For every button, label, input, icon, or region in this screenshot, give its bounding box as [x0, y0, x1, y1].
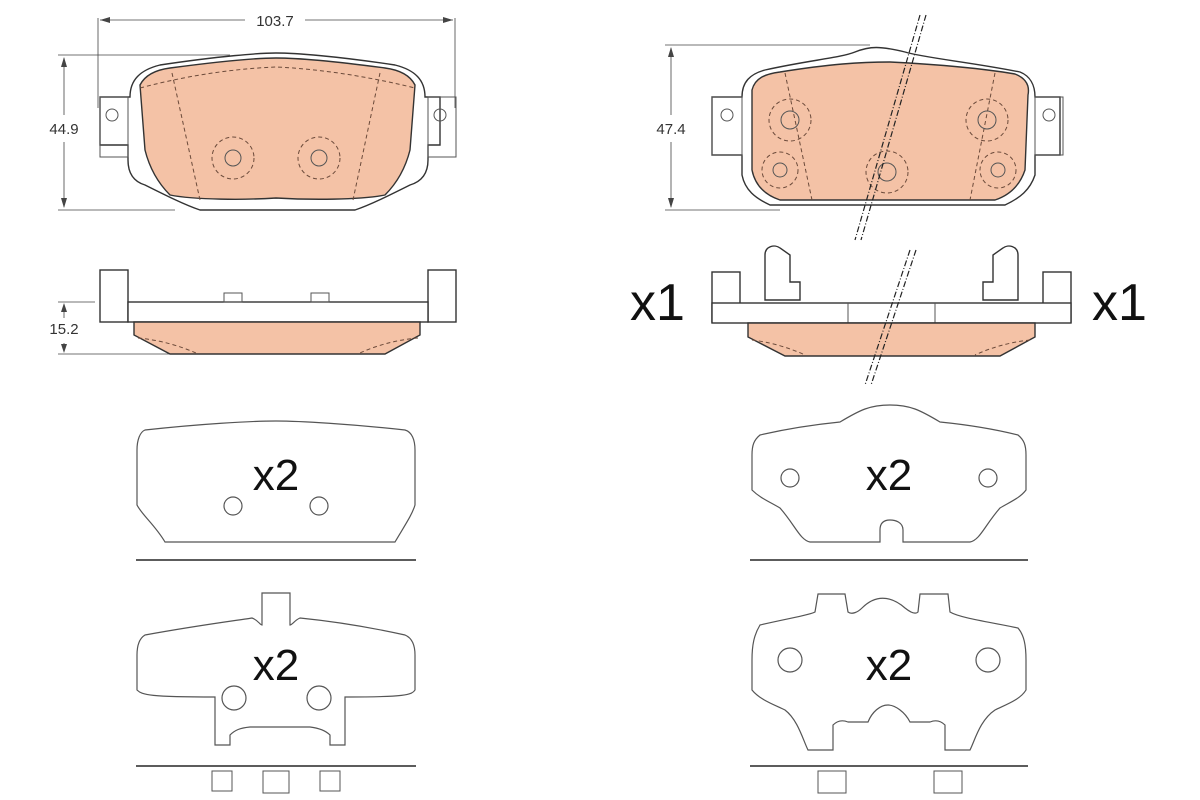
shim-right-bottom: x2: [750, 593, 1028, 794]
right-pad-side-view: x1 x1: [630, 245, 1147, 386]
shim-right-middle: x2: [750, 404, 1028, 561]
shim-quantity: x2: [253, 641, 299, 690]
shim-quantity: x2: [866, 451, 912, 500]
shim-left-middle: x2: [136, 420, 416, 561]
width-dimension: 103.7: [256, 13, 294, 30]
shim-quantity: x2: [866, 641, 912, 690]
left-pad-front-view: 103.7 44.9: [49, 13, 457, 211]
quantity-label-left: x1: [630, 274, 685, 332]
height-dimension: 44.9: [49, 121, 78, 138]
quantity-label-right: x1: [1092, 274, 1147, 332]
shim-quantity: x2: [253, 451, 299, 500]
left-pad-side-view: 15.2: [49, 269, 457, 355]
height-dimension-right: 47.4: [656, 121, 685, 138]
shim-left-bottom: x2: [136, 592, 416, 794]
thickness-dimension: 15.2: [49, 321, 78, 338]
right-pad-front-view: 47.4: [656, 14, 1064, 241]
